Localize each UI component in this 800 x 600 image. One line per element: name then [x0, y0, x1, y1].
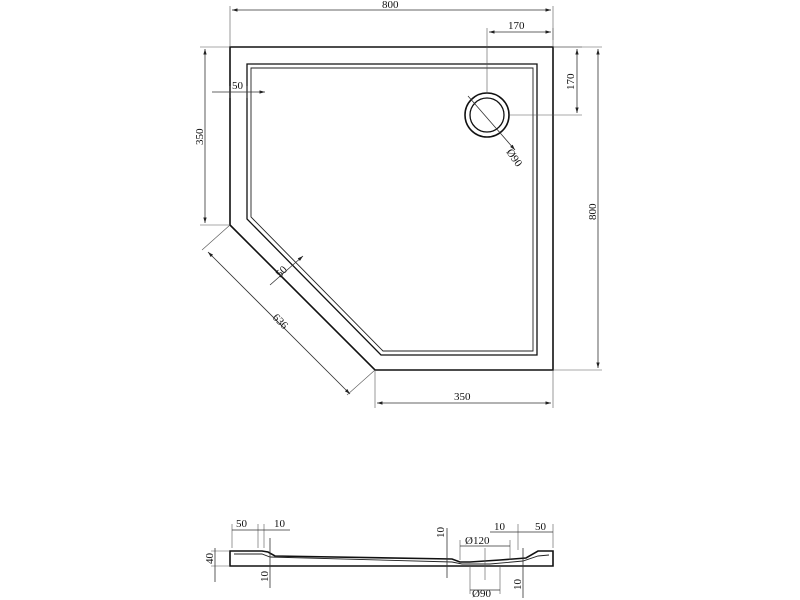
- dim-section-left-depth: 10: [259, 571, 271, 583]
- dim-diagonal: 636: [270, 312, 291, 333]
- section-view: 50 10 40 10 10 Ø120 10 50 Ø90: [204, 518, 554, 600]
- section-profile: [229, 550, 554, 567]
- drain-icon: [464, 92, 516, 151]
- dim-diagonal-line: [207, 251, 351, 395]
- dim-left-height: 350: [194, 128, 206, 145]
- dim-section-left-step: 10: [274, 518, 286, 530]
- dim-right-height: 800: [587, 203, 599, 220]
- dim-rim-diagonal-line: [269, 255, 304, 286]
- dim-section-right-depth: 10: [512, 579, 524, 591]
- dim-section-center-step: 10: [435, 527, 447, 539]
- dim-section-drain-bottom: Ø90: [472, 588, 491, 600]
- dim-section-left-rim: 50: [236, 518, 248, 530]
- dim-section-drain-top: Ø120: [465, 535, 490, 547]
- section-profile-inner: [234, 553, 550, 565]
- dim-bottom-width: 350: [454, 391, 471, 403]
- tray-inner-outline: [246, 63, 538, 356]
- drain-diameter-label: Ø90: [504, 147, 525, 170]
- tray-inner-outline-2: [250, 67, 534, 352]
- tray-outer-outline: [229, 46, 554, 371]
- dim-section-right-rim: 50: [535, 521, 547, 533]
- dim-section-right-step: 10: [494, 521, 506, 533]
- dim-top-width: 800: [382, 0, 399, 11]
- dim-rim-left: 50: [232, 80, 244, 92]
- dim-drain-y: 170: [565, 73, 577, 90]
- dim-drain-x: 170: [508, 20, 525, 32]
- dim-section-height: 40: [204, 553, 216, 565]
- dim-rim-diagonal: 50: [274, 264, 291, 281]
- plan-view: Ø90 800 170 170 800 350 50: [194, 0, 602, 408]
